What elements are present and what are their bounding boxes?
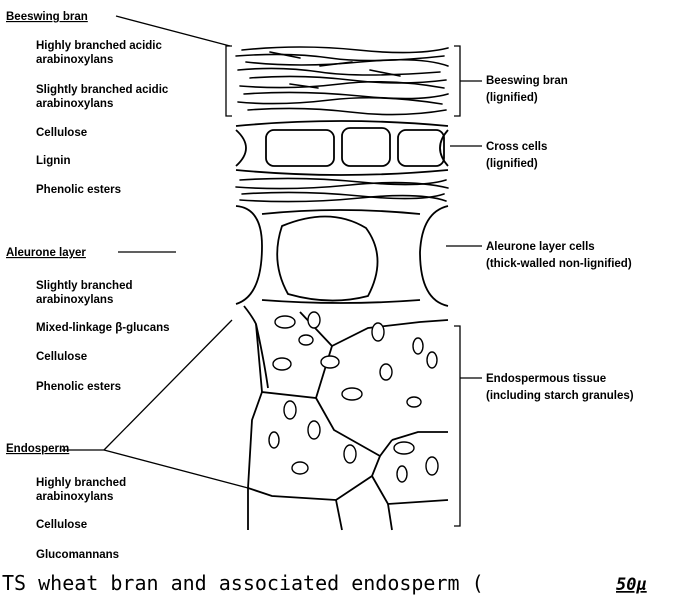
beeswing-left-bracket (226, 46, 232, 116)
right-label-endosperm-2: (including starch granules) (486, 390, 634, 402)
label-highly-branched-acidic-2: arabinoxylans (36, 54, 113, 66)
label-slightly-branched: Slightly branched (36, 280, 133, 292)
caption-text: TS wheat bran and associated endosperm ( (2, 571, 484, 595)
label-cellulose-aleurone: Cellulose (36, 351, 87, 363)
right-label-cross-cells-2: (lignified) (486, 158, 538, 170)
label-slightly-branched-2: arabinoxylans (36, 294, 113, 306)
label-slightly-branched-acidic-2: arabinoxylans (36, 98, 113, 110)
label-phenolic-esters-bran: Phenolic esters (36, 184, 121, 196)
starch-granules (269, 312, 438, 482)
label-cellulose-endosperm: Cellulose (36, 519, 87, 531)
label-cellulose-bran: Cellulose (36, 127, 87, 139)
beeswing-bran-layer (236, 47, 448, 115)
label-lignin: Lignin (36, 155, 71, 167)
endosperm-header: Endosperm (6, 443, 69, 455)
right-label-aleurone: Aleurone layer cells (486, 241, 595, 253)
label-mixed-linkage-glucans: Mixed-linkage β-glucans (36, 322, 170, 334)
right-label-beeswing-2: (lignified) (486, 92, 538, 104)
aleurone-layer-header: Aleurone layer (6, 247, 86, 259)
label-highly-branched-acidic: Highly branched acidic (36, 40, 162, 52)
right-label-cross-cells: Cross cells (486, 141, 547, 153)
right-label-beeswing: Beeswing bran (486, 75, 568, 87)
endosperm-leader-up (104, 320, 232, 450)
beeswing-bran-header: Beeswing bran (6, 11, 88, 23)
label-highly-branched: Highly branched (36, 477, 126, 489)
phenolic-fibre-layer (236, 178, 448, 201)
label-highly-branched-2: arabinoxylans (36, 491, 113, 503)
endosperm-right-bracket (454, 326, 460, 526)
cross-cells-layer (236, 121, 448, 175)
label-glucomannans: Glucomannans (36, 549, 119, 561)
label-phenolic-esters-aleurone: Phenolic esters (36, 381, 121, 393)
beeswing-right-bracket (454, 46, 460, 116)
right-label-aleurone-2: (thick-walled non-lignified) (486, 258, 632, 270)
right-label-endosperm: Endospermous tissue (486, 373, 606, 385)
caption-handwritten-annotation: 50µ (616, 575, 647, 595)
label-slightly-branched-acidic: Slightly branched acidic (36, 84, 169, 96)
aleurone-layer (236, 206, 448, 306)
